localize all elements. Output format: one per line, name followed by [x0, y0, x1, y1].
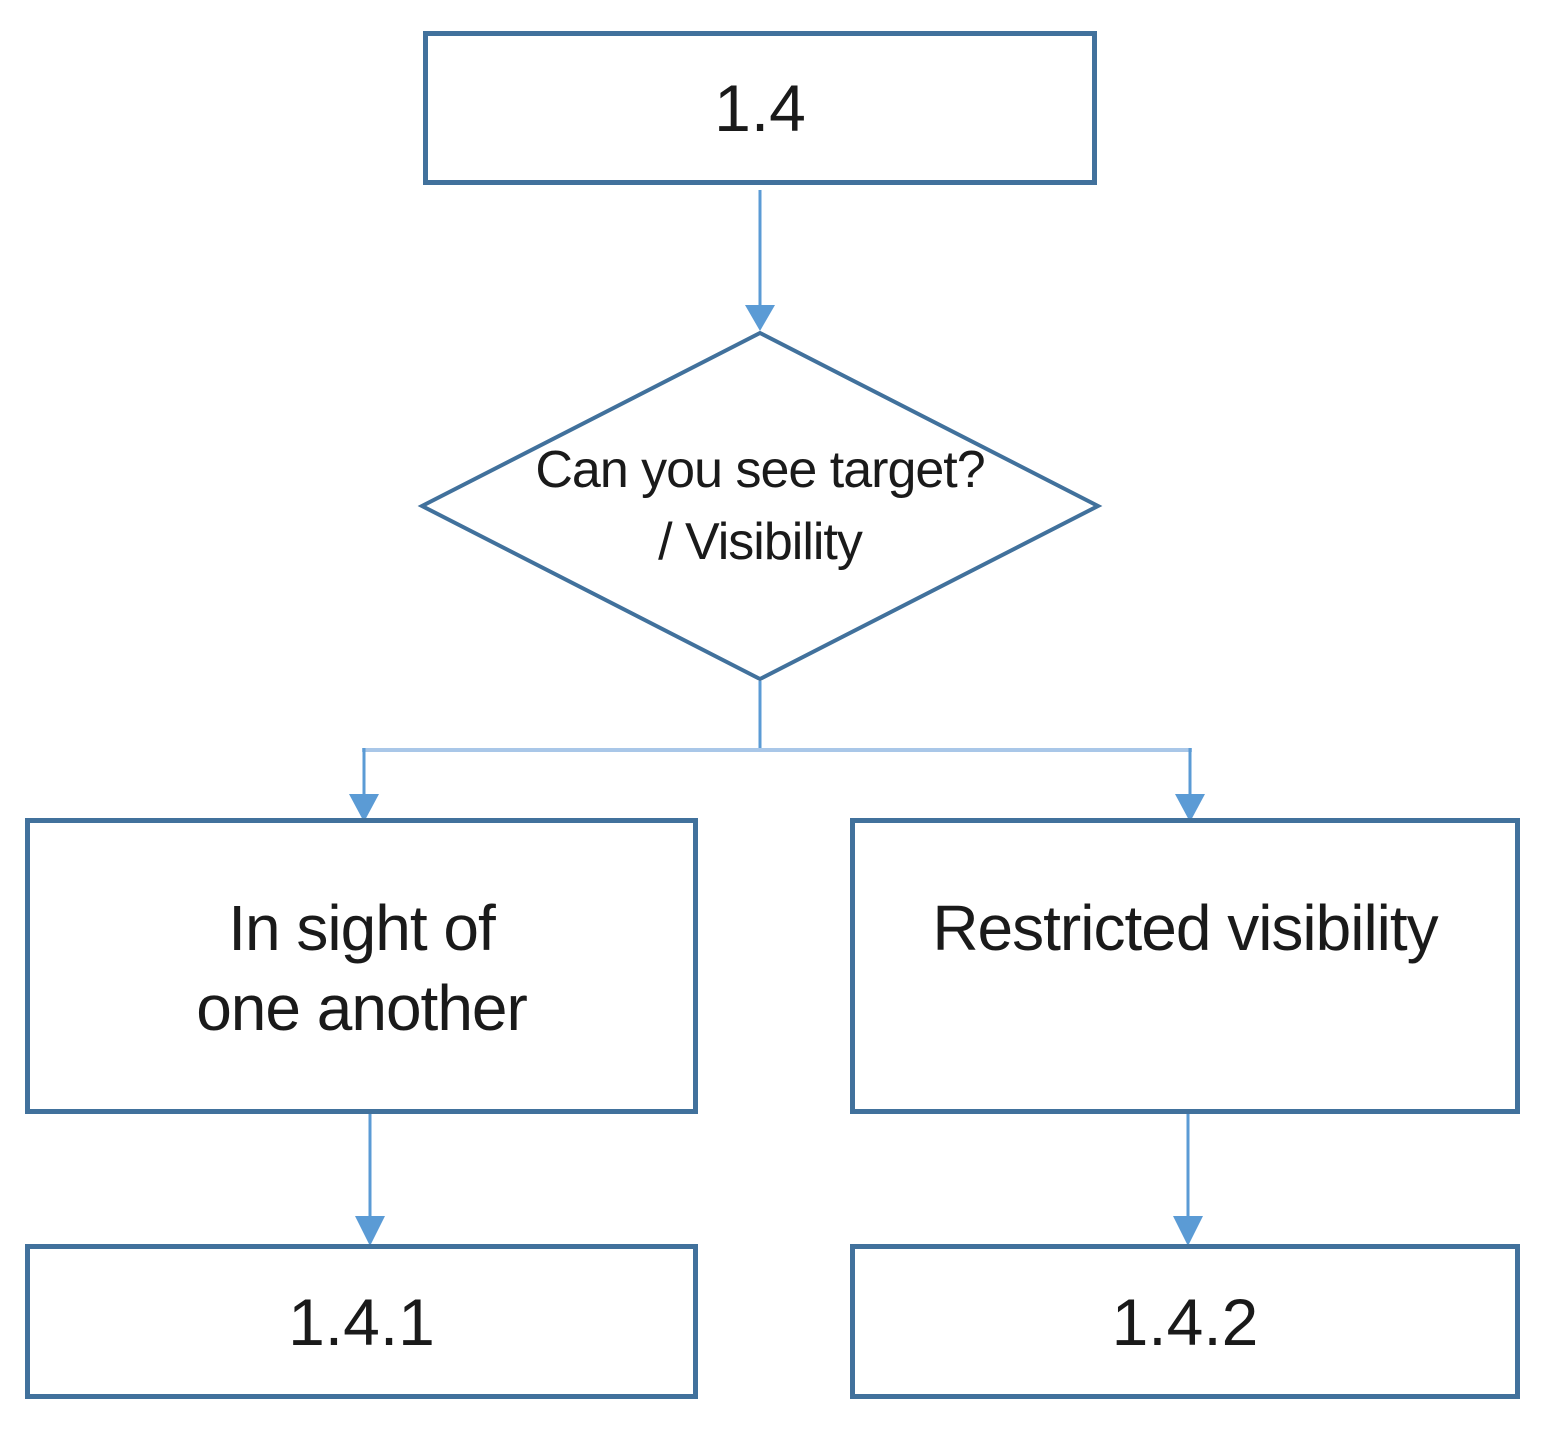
arrowhead-decision	[745, 305, 775, 331]
node-in-sight-label: In sight of one another	[196, 892, 528, 1044]
node-restricted-visibility: Restricted visibility	[850, 818, 1520, 1114]
node-1-4-1: 1.4.1	[25, 1244, 698, 1399]
node-1-4: 1.4	[423, 31, 1097, 185]
arrowhead-bottom-left	[355, 1216, 385, 1246]
node-restricted-visibility-label: Restricted visibility	[932, 892, 1438, 964]
node-in-sight-of-one-another: In sight of one another	[25, 818, 698, 1114]
node-1-4-2: 1.4.2	[850, 1244, 1520, 1399]
arrowhead-bottom-right	[1173, 1216, 1203, 1246]
node-decision-label: Can you see target? / Visibility	[535, 441, 985, 571]
node-1-4-2-label: 1.4.2	[1111, 1284, 1259, 1359]
node-1-4-1-label: 1.4.1	[288, 1284, 435, 1359]
node-1-4-label: 1.4	[714, 71, 806, 145]
